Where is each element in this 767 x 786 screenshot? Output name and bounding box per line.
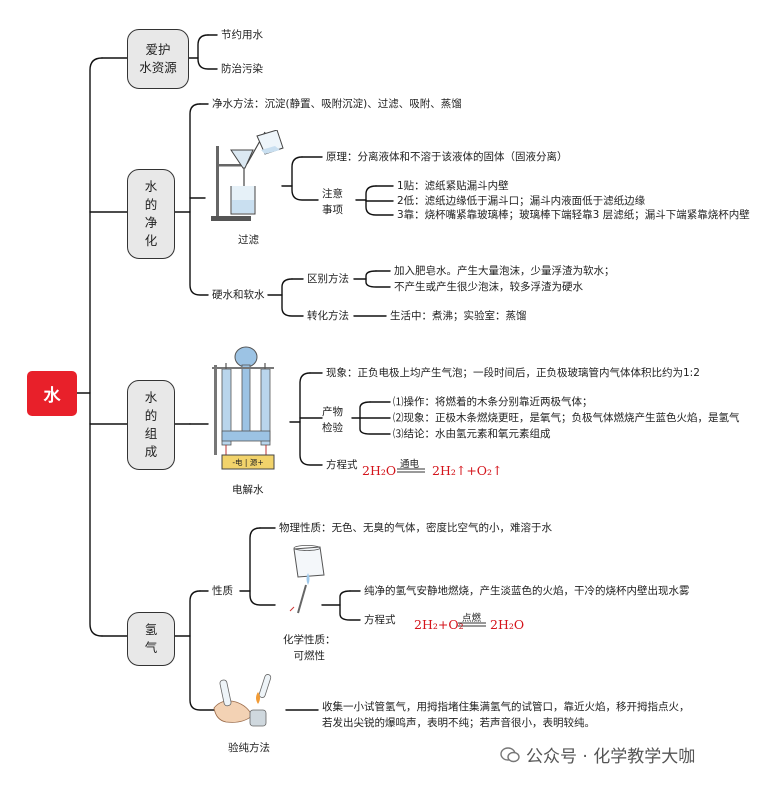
filtration-apparatus-illustration bbox=[211, 130, 284, 221]
distinguish-line-2: 不产生或产生很少泡沫，较多浮渣为硬水 bbox=[394, 281, 583, 293]
purify-methods: 净水方法：沉淀(静置、吸附沉淀)、过滤、吸附、蒸馏 bbox=[212, 98, 462, 110]
test-label-line-1: 产物 bbox=[322, 406, 343, 418]
filtration-note-3: 3靠：烧杯嘴紧靠玻璃棒；玻璃棒下端轻靠3 层滤纸；漏斗下端紧靠烧杯内壁 bbox=[397, 209, 750, 221]
electrolysis-caption: 电解水 bbox=[232, 484, 264, 496]
filtration-note-2: 2低：滤纸边缘低于漏斗口；漏斗内液面低于滤纸边缘 bbox=[397, 195, 646, 207]
purify-title-char-1: 水 bbox=[144, 179, 158, 194]
hydrogen-title-char-2: 气 bbox=[144, 640, 158, 655]
electrolysis-equation-reactant: 2H₂O bbox=[362, 463, 397, 478]
purity-test-illustration bbox=[213, 674, 272, 727]
hydrogen-combustion-phenomenon: 纯净的氢气安静地燃烧，产生淡蓝色的火焰，干冷的烧杯内壁出现水雾 bbox=[364, 585, 690, 597]
branch-hydrogen: 氢 气 bbox=[127, 612, 175, 666]
composition-title-char-3: 组 bbox=[144, 426, 158, 441]
test-operation: ⑴操作：将燃着的木条分别靠近两极气体； bbox=[393, 396, 593, 408]
purify-title-char-2: 的 bbox=[144, 197, 158, 212]
electrolysis-equation-label: 方程式 bbox=[326, 459, 358, 471]
hydrogen-equation-reactants: 2H₂+O₂ bbox=[414, 617, 464, 632]
protect-item-save-water: 节约用水 bbox=[221, 29, 263, 41]
root-node-water: 水 bbox=[27, 371, 77, 416]
notes-label-line-1: 注意 bbox=[322, 188, 343, 200]
purify-title-char-3: 净 bbox=[144, 215, 158, 230]
electrolysis-phenomenon: 现象：正负电极上均产生气泡；一段时间后，正负极玻璃管内气体体积比约为1:2 bbox=[326, 367, 700, 379]
notes-label-line-2: 事项 bbox=[322, 204, 343, 216]
hydrogen-title-char-1: 氢 bbox=[144, 622, 158, 637]
hydrogen-physical-properties: 物理性质：无色、无臭的气体，密度比空气的小，难溶于水 bbox=[279, 522, 552, 534]
convert-method-label: 转化方法 bbox=[307, 310, 349, 322]
chemical-caption-line-2: 可燃性 bbox=[293, 650, 326, 662]
product-test-label: 产物 检验 bbox=[322, 404, 343, 436]
branch-protect-title-line-1: 爱护 bbox=[145, 42, 171, 57]
filtration-notes-label: 注意 事项 bbox=[322, 186, 343, 218]
watermark: 公众号 · 化学教学大咖 bbox=[500, 742, 695, 767]
electrolysis-equation-products: 2H₂↑+O₂↑ bbox=[432, 463, 503, 478]
chemical-caption-line-1: 化学性质： bbox=[283, 634, 336, 646]
branch-protect-title-line-2: 水资源 bbox=[139, 60, 177, 75]
distinguish-method-label: 区别方法 bbox=[307, 273, 349, 285]
filtration-principle: 原理：分离液体和不溶于该液体的固体（固液分离） bbox=[326, 151, 568, 163]
electrolysis-condition: 通电 bbox=[400, 459, 420, 470]
test-conclusion: ⑶结论：水由氢元素和氧元素组成 bbox=[393, 428, 551, 440]
electrolysis-apparatus-illustration: -电 | 源+ bbox=[212, 346, 275, 470]
filtration-note-1: 1贴：滤纸紧贴漏斗内壁 bbox=[397, 180, 509, 192]
composition-title-char-4: 成 bbox=[144, 444, 158, 459]
distinguish-line-1: 加入肥皂水。产生大量泡沫，少量浮渣为软水； bbox=[394, 265, 615, 277]
hydrogen-combustion-illustration bbox=[289, 545, 325, 614]
power-source-label: -电 | 源+ bbox=[232, 457, 263, 467]
wechat-icon bbox=[500, 746, 520, 762]
hydrogen-equation-product: 2H₂O bbox=[490, 617, 525, 632]
hydrogen-combustion-condition: 点燃 bbox=[462, 613, 482, 624]
test-phenomenon: ⑵现象：正极木条燃烧更旺，是氧气；负极气体燃烧产生蓝色火焰，是氢气 bbox=[393, 412, 740, 424]
purity-test-line-1: 收集一小试管氢气，用拇指堵住集满氢气的试管口，靠近火焰，移开拇指点火， bbox=[322, 701, 690, 713]
hydrogen-properties-label: 性质 bbox=[212, 585, 233, 597]
composition-title-char-2: 的 bbox=[144, 408, 158, 423]
purity-test-caption: 验纯方法 bbox=[228, 742, 270, 754]
hard-soft-water-label: 硬水和软水 bbox=[212, 289, 265, 301]
purify-title-char-4: 化 bbox=[144, 233, 158, 248]
chemical-property-caption: 化学性质： 可燃性 bbox=[283, 632, 336, 664]
purity-test-line-2: 若发出尖锐的爆鸣声，表明不纯；若声音很小，表明较纯。 bbox=[322, 717, 595, 729]
branch-protect-water: 爱护 水资源 bbox=[127, 29, 189, 89]
composition-title-char-1: 水 bbox=[144, 390, 158, 405]
protect-item-prevent-pollution: 防治污染 bbox=[221, 63, 263, 75]
branch-composition: 水 的 组 成 bbox=[127, 380, 175, 470]
filtration-caption: 过滤 bbox=[238, 234, 259, 246]
hydrogen-equation-label: 方程式 bbox=[364, 614, 396, 626]
branch-purification: 水 的 净 化 bbox=[127, 169, 175, 259]
convert-method-text: 生活中：煮沸；实验室：蒸馏 bbox=[390, 310, 527, 322]
watermark-text: 公众号 · 化学教学大咖 bbox=[526, 747, 696, 767]
test-label-line-2: 检验 bbox=[322, 422, 343, 434]
